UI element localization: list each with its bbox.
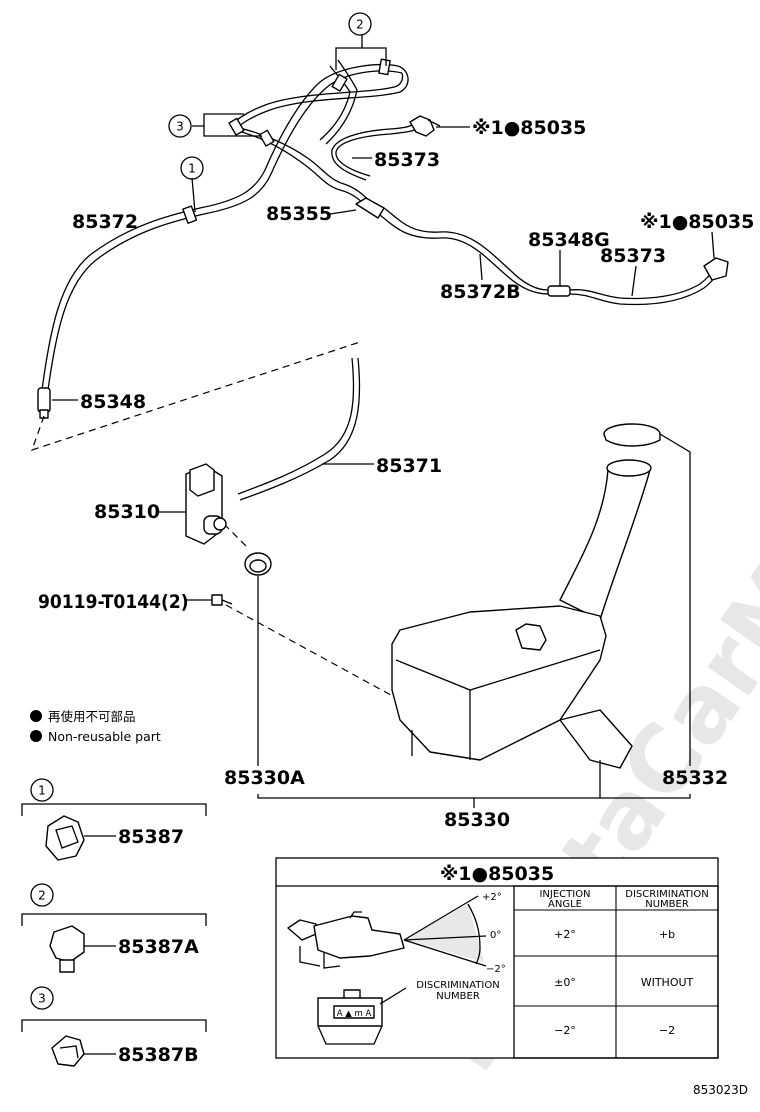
table-row-1-number: +b [659,928,675,941]
callout-3-circle [168,114,192,138]
table-header-angle-1: INJECTION [539,889,590,900]
angle-plus: +2° [482,892,502,903]
injection-angle-table: INJECTION ANGLE DISCRIMINATION NUMBER +2… [513,885,719,1059]
table-row-2-angle: ±0° [554,976,576,989]
clip-1-detail: 1 85387 [21,778,207,861]
legend-bullet-en [30,730,42,742]
nozzle-detail-box: ※1●85035 +2° 0° −2° A ▲ m A [275,857,719,1059]
grommet-85330a [244,552,272,576]
callout-1-circle [180,156,204,180]
callout-1-label: 1 [188,162,196,176]
screw-90119 [211,594,233,606]
label-85035-top: ※1●85035 [472,117,586,139]
table-row-1-angle: +2° [554,928,576,941]
legend: 再使用不可部品 Non-reusable part [30,709,161,744]
label-85371: 85371 [376,455,442,477]
table-row-2-number: WITHOUT [641,976,694,989]
clip-2-detail: 2 85387A [21,883,207,973]
label-85372: 85372 [72,211,138,233]
label-85035-right: ※1●85035 [640,211,754,233]
nozzle-marking-view: A ▲ m A DISCRIMINATION NUMBER [317,980,500,1045]
table-header-number-1: DISCRIMINATION [625,889,708,900]
disc-label-2: NUMBER [436,991,480,1002]
clip-2-part: 85387A [118,936,199,958]
clip-3-number: 3 [38,992,46,1006]
washer-tank-85332 [391,423,661,769]
table-row-3-number: −2 [659,1024,675,1037]
label-85330: 85330 [444,809,510,831]
legend-en: Non-reusable part [48,729,161,744]
table-header-number-2: NUMBER [645,899,689,910]
callout-2-label: 2 [356,18,364,32]
dashed-leader-lines [31,341,401,701]
clip-1-number: 1 [38,784,46,798]
legend-bullet-jp [30,710,42,722]
label-85332: 85332 [662,767,728,789]
angle-minus: −2° [486,964,506,975]
label-85372b: 85372B [440,281,521,303]
clip-3-detail: 3 85387B [21,986,207,1067]
clip-2-number: 2 [38,889,46,903]
marking-text: A ▲ m A [337,1009,372,1019]
label-85348: 85348 [80,391,146,413]
label-85373-top: 85373 [374,149,440,171]
table-header-angle-2: ANGLE [548,899,582,910]
callout-circles: 2 3 1 [168,12,372,180]
disc-label-1: DISCRIMINATION [416,980,499,991]
nozzle-side-view [287,911,405,969]
part-number-labels: ※1●85035 85373 85372 85355 ※1●85035 8534… [38,117,754,831]
label-85348g: 85348G [528,229,610,251]
clip-3-part: 85387B [118,1044,199,1066]
legend-jp: 再使用不可部品 [48,709,136,724]
hose-85371 [237,357,361,501]
angle-zero: 0° [490,930,501,941]
callout-2-circle [348,12,372,36]
washer-pump-85310 [185,463,227,545]
detail-title: ※1●85035 [440,863,554,885]
spray-angle-fan: +2° 0° −2° [403,892,506,975]
label-85373-right: 85373 [600,245,666,267]
leader-lines [52,34,715,808]
hose-routing-upper [41,58,729,391]
label-90119-t0144: 90119-T0144(2) [38,591,189,613]
label-85355: 85355 [266,203,332,225]
label-85310: 85310 [94,501,160,523]
clip-1-part: 85387 [118,826,184,848]
label-85330a: 85330A [224,767,305,789]
callout-3-label: 3 [176,120,184,134]
diagram-code: 853023D [693,1083,748,1097]
joint-85348 [37,387,51,419]
table-row-3-angle: −2° [554,1024,576,1037]
